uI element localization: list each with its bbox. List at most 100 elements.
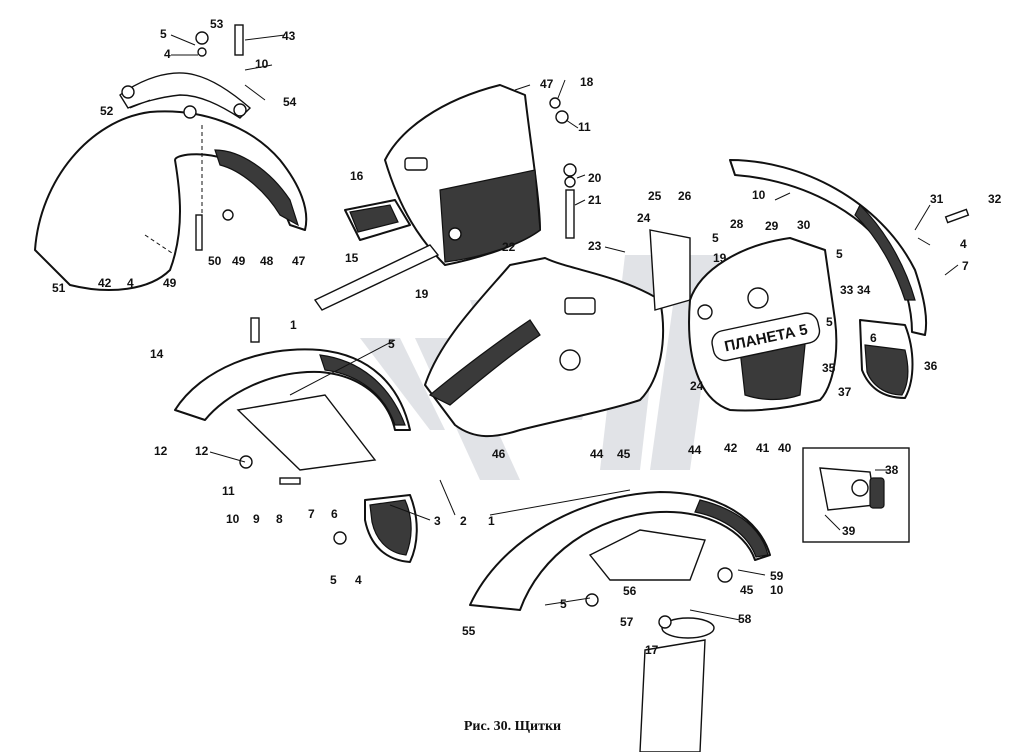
inset-frame [802,447,910,543]
emblem-29 [747,287,769,309]
callout-4: 4 [355,573,362,587]
callout-33: 33 [840,283,854,297]
callout-19: 19 [415,287,429,301]
callout-5: 5 [560,597,567,611]
callout-10: 10 [255,57,269,71]
callout-47: 47 [292,254,306,268]
callout-5: 5 [826,315,833,329]
key [869,477,885,509]
nut-5 [585,593,599,607]
vent-grille [564,297,596,315]
callout-4: 4 [127,276,134,290]
callout-10: 10 [226,512,240,526]
nut-11 [555,110,569,124]
callout-50: 50 [208,254,222,268]
callout-10: 10 [752,188,766,202]
bracket-hole [233,103,247,117]
callout-5: 5 [836,247,843,261]
callout-25: 25 [648,189,662,203]
callout-43: 43 [282,29,296,43]
callout-14: 14 [150,347,164,361]
callout-41: 41 [756,441,770,455]
callout-49: 49 [232,254,246,268]
callout-20: 20 [588,171,602,185]
callout-6: 6 [331,507,338,521]
callout-32: 32 [988,192,1002,206]
bolt-43 [234,24,244,56]
cover-slot [404,157,428,171]
stay-12 [236,394,377,471]
filler-cap [559,349,581,371]
mid-fender-assembly [174,317,418,563]
tank-side-assembly: ПЛАНЕТА 5 [688,237,838,412]
nut-48 [222,209,234,221]
grommet-19 [697,304,713,320]
callout-39: 39 [842,524,856,538]
fender-55 [469,491,771,611]
callout-38: 38 [885,463,899,477]
callout-30: 30 [797,218,811,232]
nut-57 [658,615,672,629]
callout-59: 59 [770,569,784,583]
callout-48: 48 [260,254,274,268]
bolt-8 [279,477,301,485]
bracket-hole [183,105,197,119]
callout-49: 49 [163,276,177,290]
tube-top [661,617,715,639]
side-cover-shading [439,169,541,263]
callout-23: 23 [588,239,602,253]
callout-24: 24 [690,379,704,393]
callout-6: 6 [870,331,877,345]
nut-20 [563,163,577,177]
callout-35: 35 [822,361,836,375]
bracket-56 [588,529,706,581]
callout-5: 5 [712,231,719,245]
bracket-hole [121,85,135,99]
bottom-fender-assembly [469,491,771,752]
callout-8: 8 [276,512,283,526]
leader-lines [129,34,959,621]
callout-12: 12 [195,444,209,458]
lock-cylinder [851,479,869,497]
side-cover-assembly [313,84,577,311]
callout-1: 1 [488,514,495,528]
callout-10: 10 [770,583,784,597]
washer-18 [549,97,561,109]
callout-34: 34 [857,283,871,297]
callout-58: 58 [738,612,752,626]
callout-16: 16 [350,169,364,183]
callout-5: 5 [388,337,395,351]
callout-7: 7 [308,507,315,521]
callout-26: 26 [678,189,692,203]
callout-1: 1 [290,318,297,332]
bolt-50 [195,214,203,251]
callout-19: 19 [713,251,727,265]
bolt-32 [944,208,970,224]
nut-11 [239,455,253,469]
callout-42: 42 [98,276,112,290]
callout-45: 45 [740,583,754,597]
callout-57: 57 [620,615,634,629]
washer-4 [197,47,207,57]
callout-37: 37 [838,385,852,399]
callout-5: 5 [330,573,337,587]
callout-labels: 53 5 4 43 10 54 52 51 42 4 49 50 49 48 4… [52,17,1002,657]
callout-28: 28 [730,217,744,231]
bracket-25 [649,229,691,311]
callout-42: 42 [724,441,738,455]
callout-5: 5 [160,27,167,41]
callout-12: 12 [154,444,168,458]
figure-caption: Рис. 30. Щитки [463,719,562,734]
callout-11: 11 [222,484,235,498]
callout-2: 2 [460,514,467,528]
callout-47: 47 [540,77,554,91]
callout-40: 40 [778,441,792,455]
plate-frame [711,312,821,362]
callout-29: 29 [765,219,779,233]
callout-15: 15 [345,251,359,265]
callout-46: 46 [492,447,506,461]
fender-51-shading [214,149,300,227]
stud-21 [565,189,575,239]
callout-11: 11 [578,120,591,134]
